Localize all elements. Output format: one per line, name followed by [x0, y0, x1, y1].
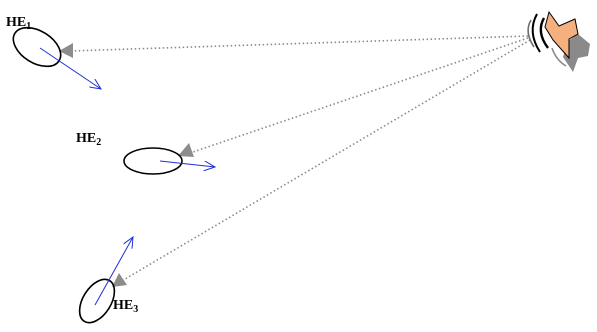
speaker-body [544, 10, 579, 60]
signal-path-he2 [189, 37, 529, 154]
label-he2: HE2 [76, 131, 101, 148]
motion-arrow-he2 [159, 160, 215, 167]
loudspeaker-icon [527, 10, 590, 72]
signal-arrowhead-he2 [178, 143, 194, 157]
label-he1: HE1 [6, 15, 31, 32]
signal-arrowhead-he3 [112, 273, 127, 287]
signal-path-he1 [69, 35, 529, 52]
motion-arrow-he1 [39, 47, 101, 89]
sound-wave-2 [531, 13, 541, 53]
label-he3: HE3 [113, 298, 138, 315]
signal-arrowhead-he1 [59, 43, 73, 58]
motion-arrow-he3 [94, 237, 133, 306]
signal-path-he3 [119, 39, 531, 283]
sound-wave-3 [527, 19, 535, 48]
head-ellipse-he2 [123, 147, 183, 175]
sound-wave-4 [551, 47, 567, 67]
speaker-shadow [563, 34, 590, 72]
sound-wave-1 [539, 17, 549, 49]
head-ellipse-he3 [78, 278, 116, 324]
